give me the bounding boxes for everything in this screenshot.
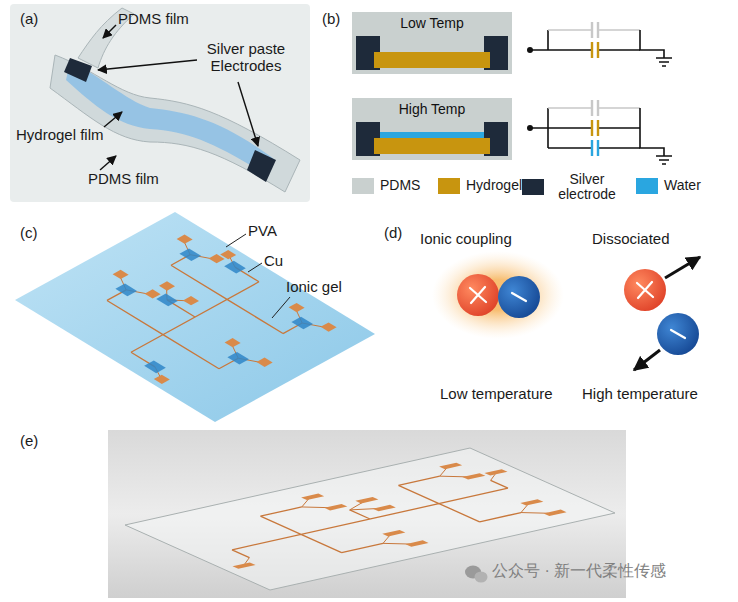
ion-pair-figure [498,276,540,318]
panel-letter: (a) [20,10,38,27]
ion-pair-figure [432,251,700,370]
state-caption: Dissociated [592,230,670,247]
legend-text: Hydrogel [466,178,522,193]
sensor-array-sheet [15,212,375,422]
part-name: Silver paste Electrodes [200,40,292,75]
legend-item: Silver electrode [522,172,624,203]
device-photo [475,572,488,583]
sensor-array-sheet [115,284,137,297]
layer [374,138,490,154]
equivalent-circuit [640,30,672,66]
flexible-sensor-figure [103,25,116,38]
legend-swatch [522,179,544,195]
flexible-sensor-figure [64,58,92,82]
flexible-sensor-figure [10,4,310,202]
panel-letter: (d) [384,224,402,241]
equivalent-circuit [548,29,640,31]
equivalent-circuit [592,120,598,136]
device-photo [153,458,588,580]
sensor-array-sheet [44,229,346,404]
flexible-sensor-figure [50,55,300,192]
part-name: Hydrogel film [16,126,104,143]
flexible-sensor-figure [98,60,197,70]
equivalent-circuit [548,127,640,129]
equivalent-circuit [527,22,672,164]
state-caption: Ionic coupling [420,230,512,247]
legend-item: Hydrogel [438,178,522,194]
sensor-array-sheet [156,294,178,307]
panel-letter: (e) [20,432,38,449]
legend-text: PDMS [380,178,420,193]
sensor-array-sheet [144,361,166,374]
part-name: PDMS film [118,10,189,27]
equivalent-circuit [548,147,640,149]
equivalent-circuit [548,49,640,51]
ion-pair-figure [671,330,685,338]
flexible-sensor-figure [10,4,310,202]
device-photo [153,458,588,580]
legend-text: Water [664,178,701,193]
ion-pair-figure [634,350,660,370]
flexible-sensor-figure [104,112,122,127]
legend-swatch [438,178,460,194]
ion-pair-figure [657,313,699,355]
flexible-sensor-figure [66,62,275,176]
sensor-array-sheet [15,212,375,422]
state-title: Low Temp [352,12,512,31]
watermark: 公众号 · 新一代柔性传感 [492,562,666,580]
ion-pair-figure [470,287,486,303]
layer [380,132,484,138]
sensor-array-sheet [226,234,290,318]
state-title: High Temp [352,98,512,117]
sensor-array-sheet [44,229,346,404]
flexible-sensor-figure [247,150,276,182]
ion-pair-figure [457,274,499,316]
part-name: PDMS film [88,170,159,187]
state-caption: Low temperature [440,385,553,402]
layer [374,52,490,68]
panel-letter: (b) [322,10,340,27]
part-name: Ionic gel [286,278,342,295]
legend-item: PDMS [352,178,420,194]
equivalent-circuit [592,140,598,156]
legend-item: Water [636,178,701,194]
equivalent-circuit [592,42,598,58]
legend-text: Silver electrode [550,172,624,203]
ion-pair-figure [624,269,666,311]
state-caption: High temperature [582,385,698,402]
equivalent-circuit [592,22,598,38]
temperature-state-box: High Temp [352,98,512,160]
legend-swatch [636,178,658,194]
equivalent-circuit [592,100,598,116]
equivalent-circuit [530,108,548,148]
temperature-state-box: Low Temp [352,12,512,74]
flexible-sensor-figure [100,156,116,170]
ion-pair-figure [665,257,700,278]
ion-pair-figure [512,293,526,301]
panel-letter: (c) [20,224,38,241]
sensor-array-sheet [227,352,249,365]
part-name: Cu [264,252,283,269]
ion-pair-figure [432,251,564,339]
sensor-array-sheet [179,248,201,261]
part-name: PVA [248,222,277,239]
legend-swatch [352,178,374,194]
sensor-array-sheet [291,317,313,330]
equivalent-circuit [548,107,640,109]
ion-pair-figure [637,282,653,298]
equivalent-circuit [640,108,672,164]
flexible-sensor-figure [238,82,258,146]
sensor-array-sheet [224,261,246,274]
equivalent-circuit [530,30,548,50]
